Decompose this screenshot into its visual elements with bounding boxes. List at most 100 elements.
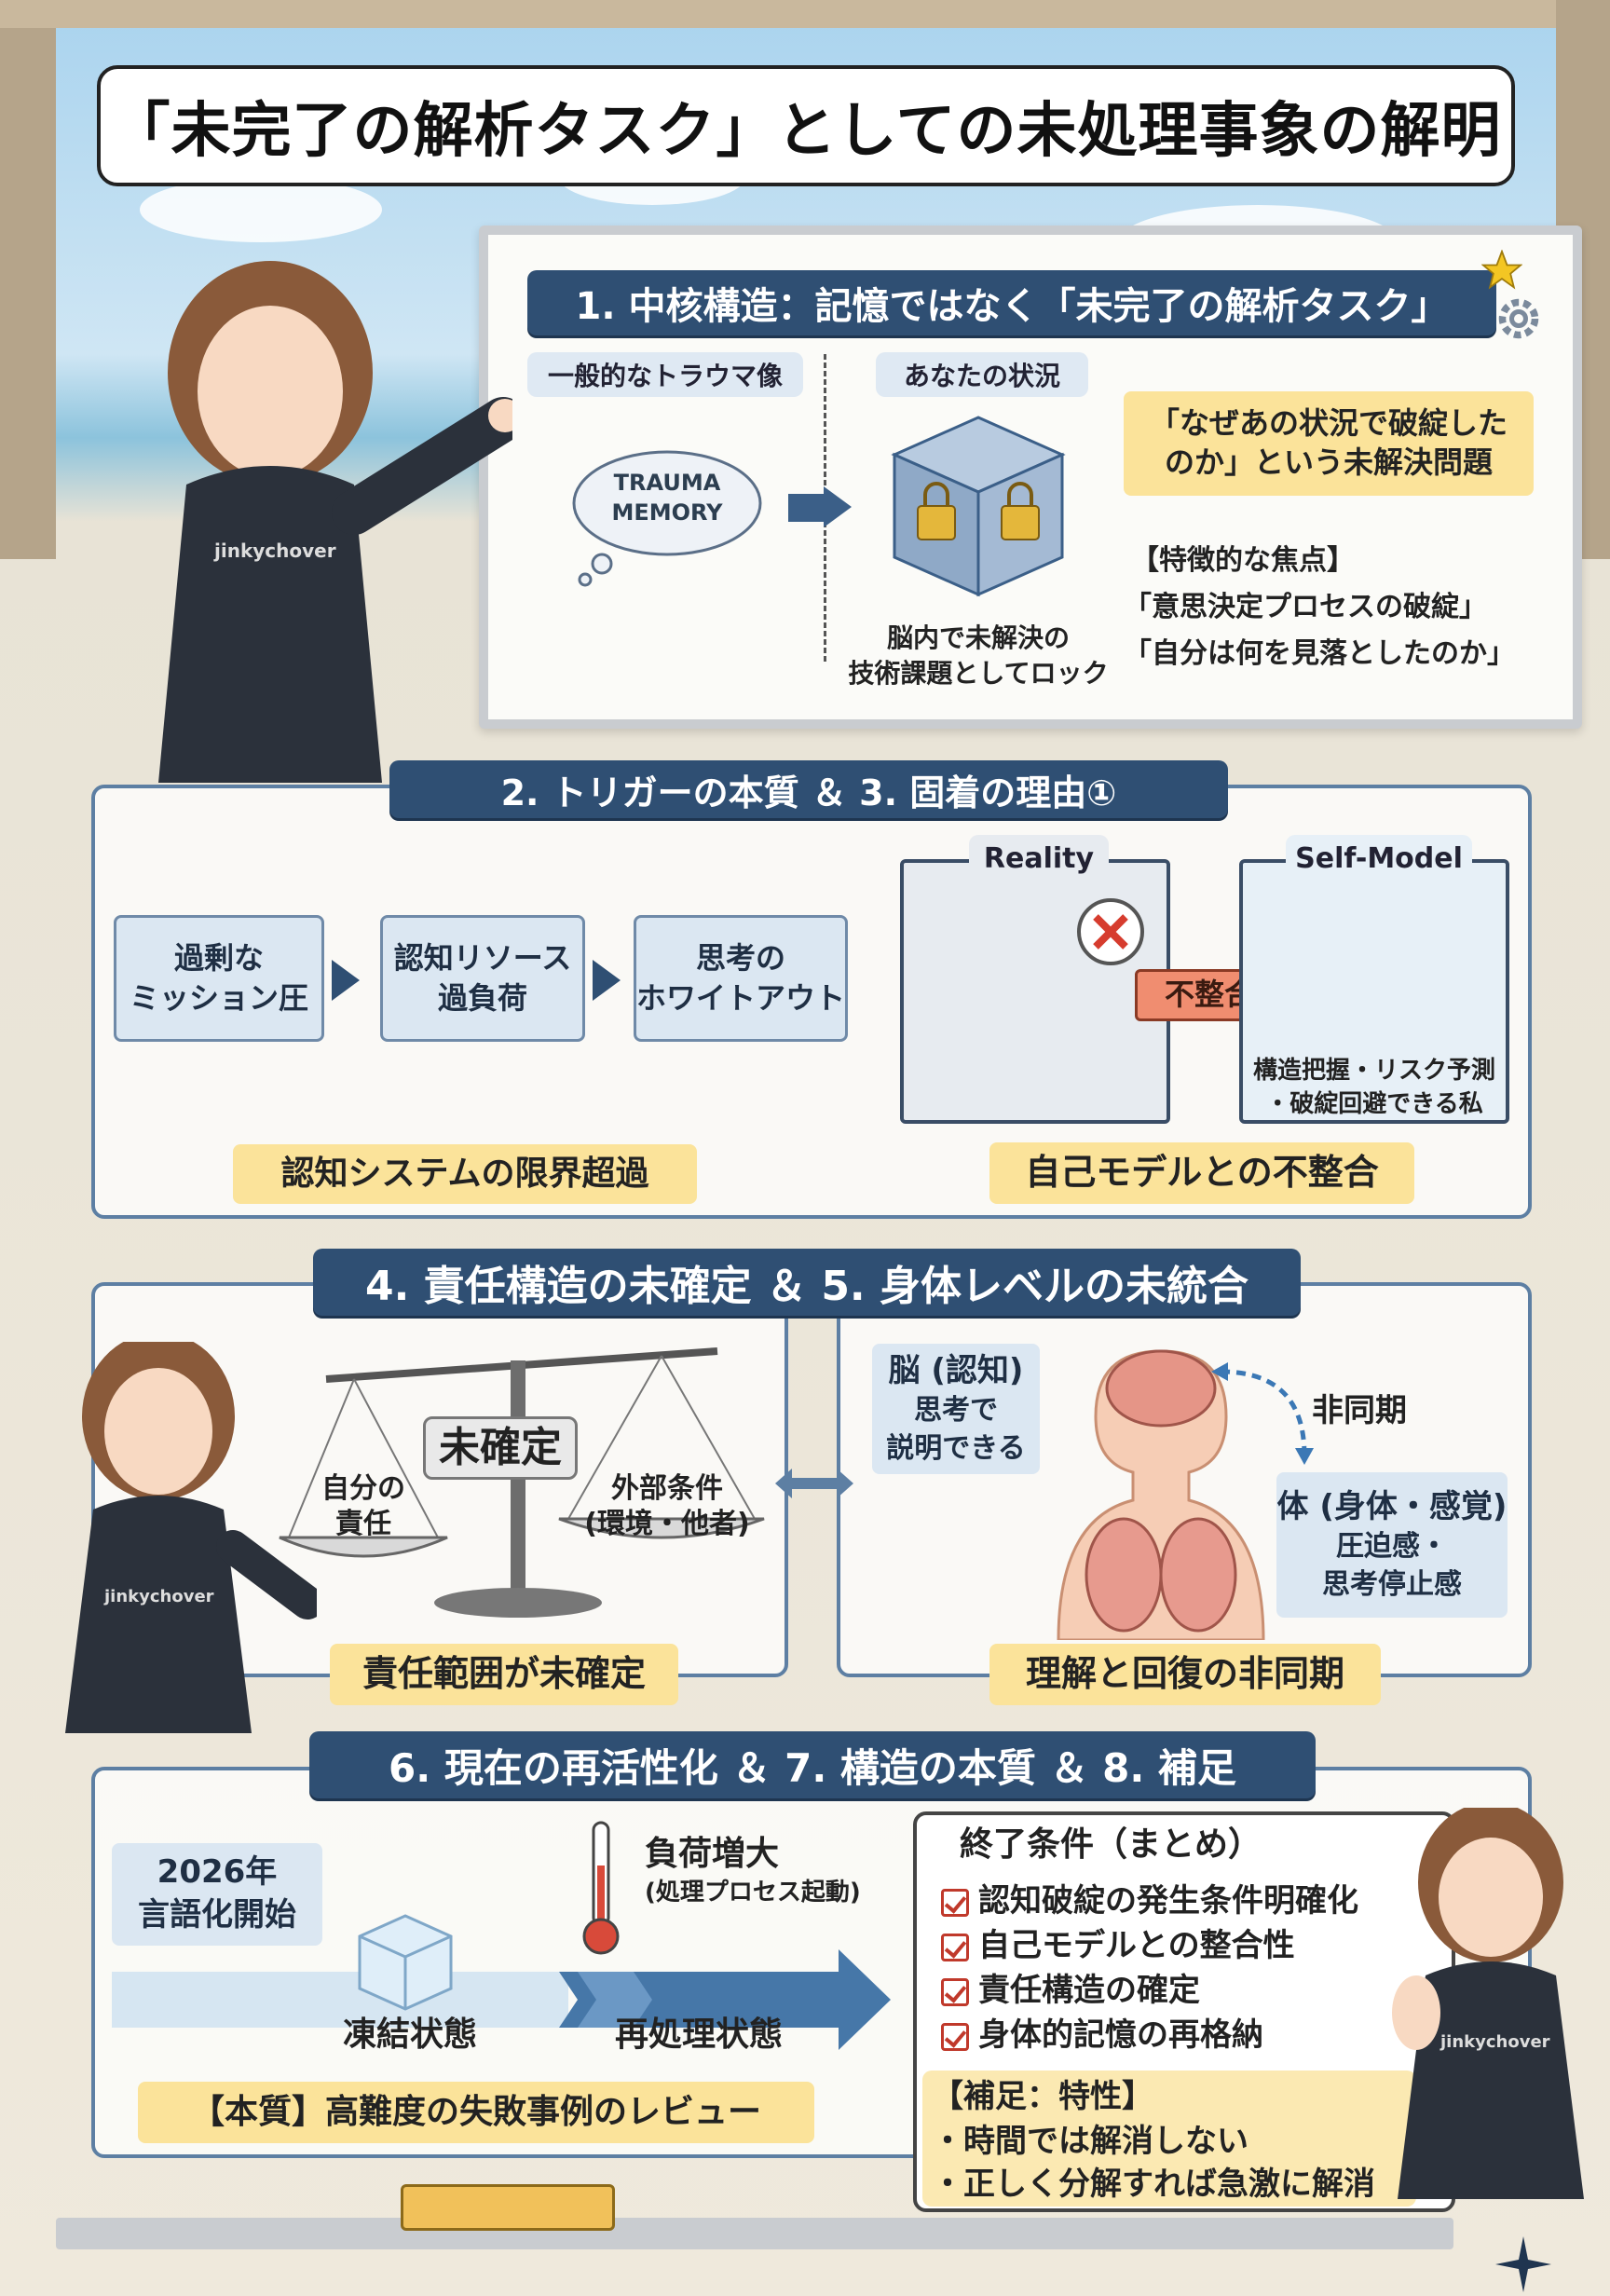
person-illustration-middle bbox=[65, 1342, 317, 1733]
flow-box-3-line2: ホワイトアウト bbox=[636, 980, 846, 1016]
brain-label-2: 思考で bbox=[914, 1394, 998, 1428]
brain-label-3: 説明できる bbox=[886, 1431, 1026, 1465]
undetermined-label: 未確定 bbox=[439, 1424, 562, 1471]
flow-box-2-line1: 認知リソース bbox=[393, 939, 572, 976]
note-box bbox=[922, 2070, 1416, 2207]
brand-logo-middle: jinkychover bbox=[104, 1587, 214, 1606]
flow-box-whiteout: 思考の ホワイトアウト bbox=[634, 915, 848, 1042]
cloud-text-1: TRAUMA bbox=[613, 470, 721, 496]
background-scenery bbox=[0, 0, 1610, 559]
year-label-1: 2026年 bbox=[157, 1853, 278, 1892]
arrow-to-cube bbox=[788, 494, 825, 522]
timeline-arrow bbox=[112, 1949, 891, 2050]
marker-tray bbox=[56, 2218, 1453, 2249]
async-label: 非同期 bbox=[1312, 1392, 1407, 1429]
general-trauma-label: 一般的なトラウマ像 bbox=[527, 352, 803, 397]
body-anatomy-illustration bbox=[1057, 1349, 1265, 1640]
gear-icon bbox=[1498, 298, 1539, 339]
end-item-1: 認知破綻の発生条件明確化 bbox=[941, 1875, 1463, 1920]
load-process-label: (処理プロセス起動) bbox=[645, 1879, 861, 1906]
reprocess-state-label: 再処理状態 bbox=[614, 2016, 783, 2054]
load-increase-label: 負荷増大 bbox=[645, 1835, 780, 1873]
right-pan-label-2: (環境・他者) bbox=[584, 1508, 750, 1540]
eraser bbox=[401, 2184, 615, 2231]
arrow-head bbox=[824, 486, 852, 527]
year-label-2: 言語化開始 bbox=[138, 1896, 296, 1934]
person-illustration-bottom bbox=[1392, 1808, 1584, 2199]
body-label-3: 思考停止感 bbox=[1322, 1567, 1462, 1601]
checkbox-icon bbox=[941, 1933, 969, 1961]
ice-cube-icon bbox=[358, 1914, 453, 2011]
flow-arrow-2 bbox=[593, 960, 621, 1001]
flow-box-cognitive-overload: 認知リソース 過負荷 bbox=[380, 915, 585, 1042]
page-title: 「未完了の解析タスク」としての未処理事象の解明 bbox=[97, 65, 1515, 186]
section-1-banner: 1. 中核構造：記憶ではなく「未完了の解析タスク」 bbox=[527, 270, 1496, 335]
end-item-2-label: 自己モデルとの整合性 bbox=[978, 1927, 1295, 1964]
summary-responsibility-undetermined: 責任範囲が未確定 bbox=[330, 1644, 678, 1705]
self-model-label: Self-Model bbox=[1286, 835, 1472, 882]
flow-box-3-line1: 思考の bbox=[695, 939, 785, 976]
brand-logo-top: jinkychover bbox=[214, 540, 336, 562]
body-label-2: 圧迫感・ bbox=[1336, 1530, 1448, 1564]
self-model-caption-1: 構造把握・リスク予測 bbox=[1252, 1057, 1495, 1085]
unsolved-question: 「なぜあの状況で破綻した のか」という未解決問題 bbox=[1124, 391, 1534, 496]
section-6-banner: 6. 現在の再活性化 ＆ 7. 構造の本質 ＆ 8. 補足 bbox=[309, 1731, 1316, 1798]
note-line-1: ・時間では解消しない bbox=[932, 2123, 1248, 2160]
body-label-1: 体 (身体・感覚) bbox=[1276, 1487, 1508, 1525]
section-4-banner: 4. 責任構造の未確定 ＆ 5. 身体レベルの未統合 bbox=[313, 1249, 1301, 1316]
sparkle-icon bbox=[1495, 2236, 1551, 2292]
flow-box-1-line1: 過剰な bbox=[173, 939, 264, 976]
cloud-text-2: MEMORY bbox=[611, 499, 723, 526]
checkbox-icon bbox=[941, 2022, 969, 2051]
note-title: 【補足：特性】 bbox=[932, 2078, 1153, 2115]
focus-title: 【特徴的な焦点】 bbox=[1131, 544, 1355, 577]
flow-box-1-line2: ミッション圧 bbox=[129, 980, 308, 1016]
body-box: 体 (身体・感覚) 圧迫感・ 思考停止感 bbox=[1276, 1472, 1508, 1618]
self-model-caption-2: ・破綻回避できる私 bbox=[1265, 1090, 1483, 1118]
summary-understanding-recovery-async: 理解と回復の非同期 bbox=[989, 1644, 1381, 1705]
locked-cube-icon bbox=[891, 416, 1066, 597]
cube-caption-1: 脳内で未解決の bbox=[886, 622, 1070, 653]
note-line-2: ・正しく分解すれば急激に解消 bbox=[932, 2166, 1375, 2203]
end-conditions-title: 終了条件（まとめ） bbox=[960, 1825, 1262, 1864]
reality-label: Reality bbox=[969, 835, 1109, 882]
brain-label-1: 脳 (認知) bbox=[888, 1351, 1024, 1389]
flow-box-mission-pressure: 過剰な ミッション圧 bbox=[114, 915, 324, 1042]
checkbox-icon bbox=[941, 1888, 969, 1917]
flow-arrow-1 bbox=[332, 960, 360, 1001]
balance-scale-icon bbox=[279, 1347, 765, 1618]
star-icon bbox=[1481, 250, 1522, 290]
end-item-1-label: 認知破綻の発生条件明確化 bbox=[978, 1882, 1358, 1920]
checkbox-icon bbox=[941, 1977, 969, 2006]
essence-banner: 【本質】高難度の失敗事例のレビュー bbox=[138, 2082, 814, 2143]
unsolved-question-2: のか」という未解決問題 bbox=[1164, 444, 1493, 480]
end-item-3: 責任構造の確定 bbox=[941, 1964, 1463, 2009]
mismatch-label: 不整合 bbox=[1164, 977, 1254, 1012]
right-pan-label-1: 外部条件 bbox=[611, 1472, 723, 1505]
end-conditions-list: 認知破綻の発生条件明確化 自己モデルとの整合性 責任構造の確定 身体的記憶の再格… bbox=[941, 1875, 1463, 2054]
frozen-state-label: 凍結状態 bbox=[342, 2016, 477, 2054]
double-arrow-icon bbox=[775, 1469, 853, 1498]
self-model-frame bbox=[1239, 859, 1509, 1124]
summary-cognitive-limit: 認知システムの限界超過 bbox=[233, 1144, 697, 1204]
focus-item-1: 「意思決定プロセスの破綻」 bbox=[1124, 591, 1487, 623]
year-2026-box: 2026年 言語化開始 bbox=[112, 1843, 322, 1946]
summary-self-model-mismatch: 自己モデルとの不整合 bbox=[989, 1142, 1414, 1204]
thermometer-icon bbox=[582, 1821, 620, 1955]
x-mark-icon bbox=[1077, 898, 1144, 965]
brand-logo-bottom: jinkychover bbox=[1440, 2032, 1550, 2052]
async-arrow-icon bbox=[1211, 1362, 1314, 1465]
end-item-3-label: 責任構造の確定 bbox=[978, 1972, 1200, 2009]
flow-box-2-line2: 過負荷 bbox=[437, 980, 527, 1016]
person-illustration-top bbox=[158, 261, 512, 783]
trauma-memory-cloud bbox=[572, 450, 762, 587]
undetermined-badge bbox=[423, 1416, 578, 1480]
left-pan-label-2: 責任 bbox=[335, 1508, 391, 1540]
focus-item-2: 「自分は何を見落としたのか」 bbox=[1124, 637, 1515, 670]
unsolved-question-1: 「なぜあの状況で破綻した bbox=[1149, 405, 1508, 442]
your-situation-label: あなたの状況 bbox=[876, 352, 1088, 397]
end-item-4: 身体的記憶の再格納 bbox=[941, 2009, 1463, 2054]
cube-caption-2: 技術課題としてロック bbox=[848, 658, 1109, 689]
end-item-4-label: 身体的記憶の再格納 bbox=[978, 2016, 1263, 2054]
section-2-banner: 2. トリガーの本質 ＆ 3. 固着の理由① bbox=[389, 760, 1228, 818]
